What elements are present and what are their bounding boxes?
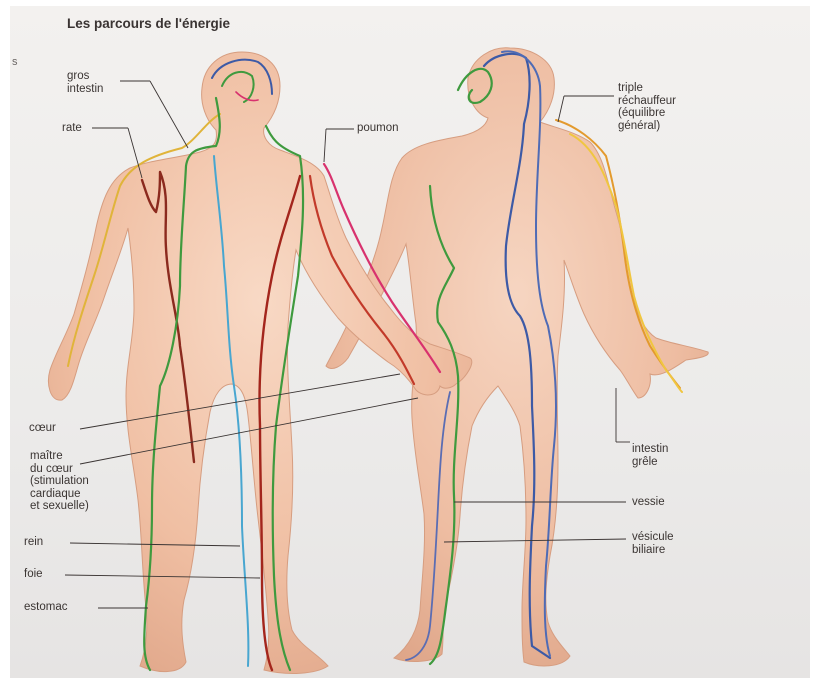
label-vessie: vessie	[632, 496, 665, 509]
meridian-diagram	[10, 6, 810, 678]
label-vesicule-biliaire: vésicule biliaire	[632, 531, 674, 556]
label-maitre-du-coeur: maître du cœur (stimulation cardiaque et…	[30, 450, 89, 513]
label-foie: foie	[24, 568, 43, 581]
label-estomac: estomac	[24, 601, 67, 614]
leader-gros-intestin-2	[150, 81, 188, 148]
label-coeur: cœur	[29, 422, 56, 435]
leader-poumon-2	[324, 129, 326, 162]
leader-triple-2	[558, 96, 564, 122]
label-gros-intestin: gros intestin	[67, 70, 103, 95]
label-poumon: poumon	[357, 122, 399, 135]
label-rate: rate	[62, 122, 82, 135]
illustration-page: Les parcours de l'énergie s	[10, 6, 810, 678]
label-rein: rein	[24, 536, 43, 549]
label-triple-rechauffeur: triple réchauffeur (équilibre général)	[618, 82, 676, 132]
label-intestin-grele: intestin grêle	[632, 443, 668, 468]
